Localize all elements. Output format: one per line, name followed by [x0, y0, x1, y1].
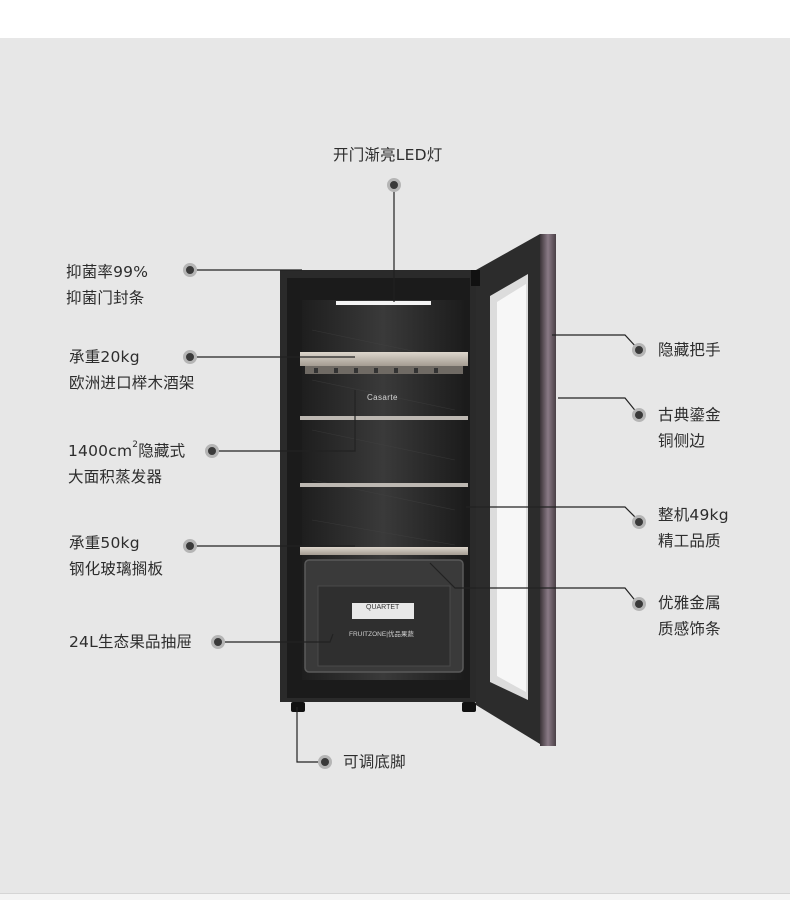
drawer-badge: QUARTET	[366, 604, 400, 611]
bottom-divider	[0, 893, 790, 900]
callout-dot-weight	[632, 515, 646, 529]
callout-feet: 可调底脚	[343, 753, 406, 771]
brand-logo: Casarte	[367, 393, 398, 402]
callout-weight-line1: 整机49kg	[658, 506, 729, 524]
callout-strip-line2: 质感饰条	[658, 620, 721, 638]
callout-dot-strip	[632, 597, 646, 611]
callout-antibac-line2: 抑菌门封条	[66, 289, 145, 307]
callout-glass-line2: 钢化玻璃搁板	[69, 560, 164, 578]
callout-rack: 承重20kg 欧洲进口榉木酒架	[69, 344, 195, 396]
callout-handle: 隐藏把手	[658, 341, 721, 359]
drawer-label-en: FRUITZONE	[349, 631, 387, 638]
callout-weight-line2: 精工品质	[658, 532, 721, 550]
callout-glass-line1: 承重50kg	[69, 534, 140, 552]
callout-dot-trim	[632, 408, 646, 422]
callout-evaporator-sup: 2	[132, 440, 139, 450]
callout-dot-feet	[318, 755, 332, 769]
callout-dot-drawer	[211, 635, 225, 649]
cabinet-body	[280, 270, 476, 712]
callout-dot-handle	[632, 343, 646, 357]
callout-trim-line1: 古典鎏金	[658, 406, 721, 424]
callout-rack-line2: 欧洲进口榉木酒架	[69, 374, 195, 392]
callout-weight: 整机49kg 精工品质	[658, 502, 729, 554]
callout-evaporator-line2: 大面积蒸发器	[68, 468, 163, 486]
leader-lines	[190, 186, 639, 763]
drawer-label: FRUITZONE|优品果蔬	[349, 631, 414, 638]
callout-dot-led	[387, 178, 401, 192]
callout-dot-rack	[183, 350, 197, 364]
callout-antibac-line1: 抑菌率99%	[66, 263, 149, 281]
door	[471, 234, 556, 746]
callout-trim-line2: 铜侧边	[658, 432, 706, 450]
callout-led: 开门渐亮LED灯	[333, 146, 443, 164]
callout-strip: 优雅金属 质感饰条	[658, 590, 721, 642]
drawer-label-cn: 优品果蔬	[387, 631, 414, 638]
callout-evaporator: 1400cm2隐藏式 大面积蒸发器	[68, 438, 185, 490]
callout-rack-line1: 承重20kg	[69, 348, 140, 366]
callout-evaporator-hidden: 隐藏式	[138, 442, 186, 460]
callout-glass-shelf: 承重50kg 钢化玻璃搁板	[69, 530, 163, 582]
callout-antibac: 抑菌率99% 抑菌门封条	[66, 259, 148, 311]
callout-dot-evap	[205, 444, 219, 458]
callout-dot-antibac	[183, 263, 197, 277]
callout-evaporator-line1: 1400cm2隐藏式	[68, 438, 185, 464]
callout-trim: 古典鎏金 铜侧边	[658, 402, 721, 454]
callout-drawer: 24L生态果品抽屉	[69, 633, 193, 651]
callout-evaporator-area: 1400cm	[68, 442, 133, 460]
callout-dot-glass	[183, 539, 197, 553]
callout-strip-line1: 优雅金属	[658, 594, 721, 612]
